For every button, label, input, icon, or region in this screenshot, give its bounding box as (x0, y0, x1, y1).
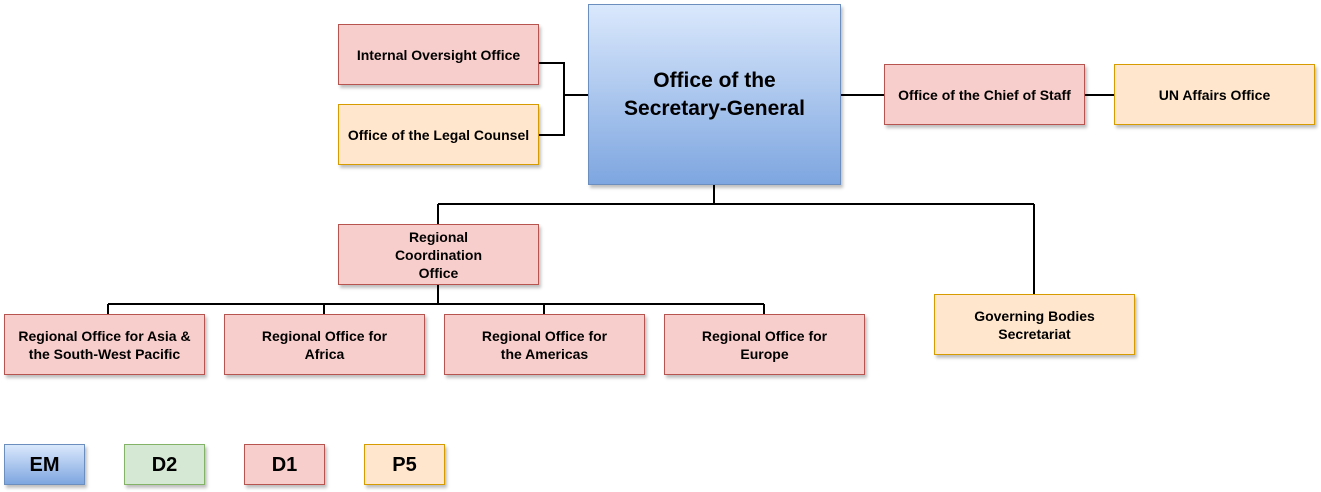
node-africa[interactable]: Regional Office for Africa (224, 314, 425, 375)
legend-label: EM (29, 453, 60, 476)
node-label: Regional Office for Asia & the South-Wes… (18, 327, 191, 362)
node-label: Office of the Legal Counsel (347, 126, 530, 143)
node-legal-counsel[interactable]: Office of the Legal Counsel (338, 104, 539, 165)
node-label: Regional Office for the Americas (481, 327, 608, 362)
legend-label: D1 (271, 453, 298, 476)
connector-left-bracket (538, 62, 565, 136)
legend-label: D2 (151, 453, 178, 476)
node-un-affairs[interactable]: UN Affairs Office (1114, 64, 1315, 125)
node-label: Regional Office for Europe (701, 327, 828, 362)
node-label: Office of the Secretary-General (624, 68, 805, 120)
node-label: UN Affairs Office (1158, 86, 1271, 103)
legend-em: EM (4, 444, 85, 485)
node-regional-coordination[interactable]: Regional Coordination Office (338, 224, 539, 285)
node-label: Office of the Chief of Staff (898, 86, 1071, 103)
node-label: Regional Coordination Office (394, 228, 483, 281)
node-asia-pacific[interactable]: Regional Office for Asia & the South-Wes… (4, 314, 205, 375)
node-secretary-general[interactable]: Office of the Secretary-General (588, 4, 841, 185)
node-label: Regional Office for Africa (261, 327, 388, 362)
legend-label: P5 (392, 453, 417, 476)
node-governing-bodies[interactable]: Governing Bodies Secretariat (934, 294, 1135, 355)
legend-d2: D2 (124, 444, 205, 485)
node-chief-of-staff[interactable]: Office of the Chief of Staff (884, 64, 1085, 125)
legend-p5: P5 (364, 444, 445, 485)
node-label: Internal Oversight Office (356, 46, 521, 63)
node-europe[interactable]: Regional Office for Europe (664, 314, 865, 375)
node-americas[interactable]: Regional Office for the Americas (444, 314, 645, 375)
node-internal-oversight[interactable]: Internal Oversight Office (338, 24, 539, 85)
node-label: Governing Bodies Secretariat (974, 307, 1095, 342)
legend-d1: D1 (244, 444, 325, 485)
